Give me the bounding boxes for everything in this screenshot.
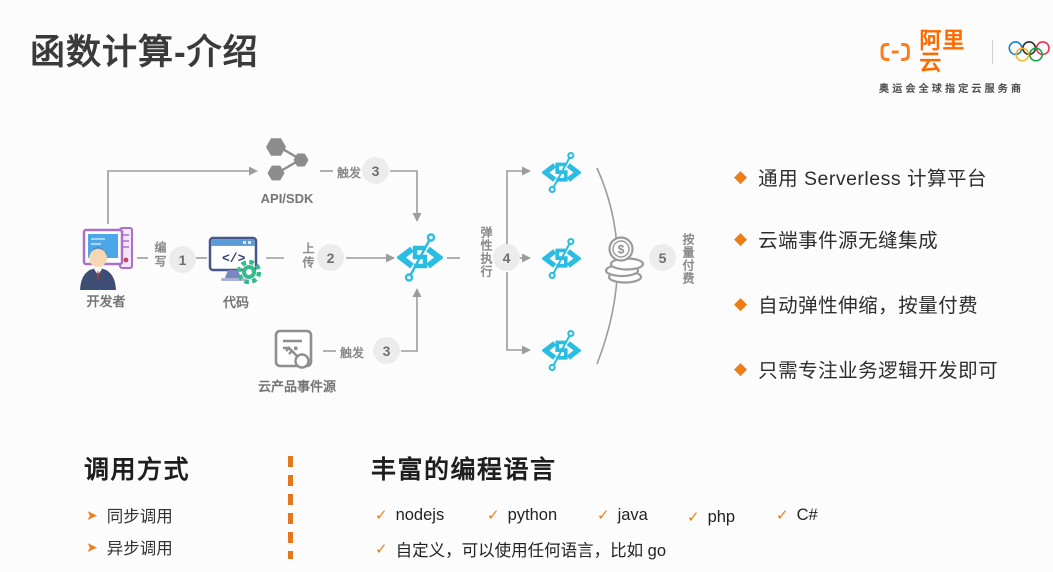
invocation-text: 同步调用 bbox=[106, 508, 173, 526]
language-text: php bbox=[707, 508, 736, 526]
brand-name: 阿里云 bbox=[919, 28, 966, 75]
feature-text: 云端事件源无缝集成 bbox=[758, 230, 939, 252]
function-instance-icon bbox=[542, 150, 581, 200]
check-icon: ✓ bbox=[687, 509, 700, 526]
event-source-icon bbox=[271, 328, 319, 381]
step-write-label: 编写 bbox=[153, 241, 167, 269]
feature-text: 自动弹性伸缩，按量付费 bbox=[758, 295, 979, 317]
event-source-label: 云产品事件源 bbox=[257, 379, 337, 394]
language-text: python bbox=[507, 506, 558, 524]
diamond-icon: ◆ bbox=[734, 359, 748, 378]
olympic-rings-icon bbox=[1008, 41, 1050, 62]
step-5-badge: 5 bbox=[649, 244, 676, 271]
arrow-bullet-icon: ➤ bbox=[86, 539, 98, 555]
invocation-text: 异步调用 bbox=[106, 540, 173, 558]
developer-icon bbox=[74, 222, 138, 295]
language-item: ✓ C# bbox=[776, 506, 818, 525]
feature-item: ◆ 云端事件源无缝集成 bbox=[734, 224, 938, 253]
language-item: ✓ python bbox=[487, 506, 557, 525]
invocation-heading: 调用方式 bbox=[84, 456, 191, 484]
code-icon: </> bbox=[208, 232, 264, 293]
feature-item: ◆ 只需专注业务逻辑开发即可 bbox=[734, 354, 998, 383]
trigger-api-label: 触发 bbox=[337, 166, 362, 180]
trigger-event-label: 触发 bbox=[340, 346, 365, 360]
step-2-badge: 2 bbox=[317, 244, 344, 271]
developer-label: 开发者 bbox=[86, 294, 126, 309]
language-text: nodejs bbox=[395, 506, 445, 524]
check-icon: ✓ bbox=[487, 507, 500, 524]
check-icon: ✓ bbox=[375, 507, 388, 524]
function-instance-icon bbox=[542, 328, 581, 378]
language-item: ✓ php bbox=[687, 508, 735, 527]
diamond-icon: ◆ bbox=[734, 167, 748, 186]
feature-item: ◆ 通用 Serverless 计算平台 bbox=[734, 162, 987, 191]
pay-per-use-label: 按量付费 bbox=[681, 233, 695, 285]
elastic-exec-label: 弹性执行 bbox=[479, 226, 493, 278]
language-text: C# bbox=[796, 506, 818, 524]
languages-heading: 丰富的编程语言 bbox=[371, 456, 557, 484]
brand-logo: 阿里云 奥运会全球指定云服务商 bbox=[879, 30, 1053, 95]
logo-divider bbox=[992, 40, 994, 64]
step-upload-label: 上传 bbox=[301, 242, 315, 270]
api-sdk-icon bbox=[261, 135, 315, 190]
page-title: 函数计算-介绍 bbox=[30, 33, 259, 72]
check-icon: ✓ bbox=[597, 507, 610, 524]
invocation-item: ➤ 同步调用 bbox=[86, 503, 173, 527]
feature-item: ◆ 自动弹性伸缩，按量付费 bbox=[734, 289, 978, 318]
brand-tagline: 奥运会全球指定云服务商 bbox=[879, 84, 1025, 95]
check-icon: ✓ bbox=[776, 507, 789, 524]
check-icon: ✓ bbox=[375, 540, 388, 558]
api-sdk-label: API/SDK bbox=[260, 191, 314, 206]
invocation-item: ➤ 异步调用 bbox=[86, 535, 173, 559]
step-3-badge: 3 bbox=[362, 157, 389, 184]
code-glyph: </> bbox=[222, 251, 246, 266]
language-item: ✓ nodejs bbox=[375, 506, 444, 525]
diamond-icon: ◆ bbox=[734, 229, 748, 248]
step-1-badge: 1 bbox=[169, 246, 196, 273]
custom-language-text: 自定义，可以使用任何语言，比如 go bbox=[395, 542, 667, 560]
diamond-icon: ◆ bbox=[734, 294, 748, 313]
dollar-glyph: $ bbox=[618, 243, 625, 257]
coins-icon: $ bbox=[604, 236, 646, 289]
language-item: ✓ java bbox=[597, 506, 648, 525]
feature-text: 通用 Serverless 计算平台 bbox=[758, 168, 988, 190]
function-compute-icon bbox=[397, 231, 443, 289]
section-divider bbox=[288, 456, 293, 559]
code-label: 代码 bbox=[222, 295, 250, 310]
arrow-bullet-icon: ➤ bbox=[86, 507, 98, 523]
function-instance-icon bbox=[542, 236, 581, 286]
alibaba-cloud-bracket-icon bbox=[880, 43, 910, 61]
step-4-badge: 4 bbox=[493, 244, 520, 271]
step-3b-badge: 3 bbox=[373, 337, 400, 364]
custom-language-item: ✓ 自定义，可以使用任何语言，比如 go bbox=[375, 537, 666, 561]
language-text: java bbox=[617, 506, 648, 524]
feature-text: 只需专注业务逻辑开发即可 bbox=[758, 360, 999, 382]
